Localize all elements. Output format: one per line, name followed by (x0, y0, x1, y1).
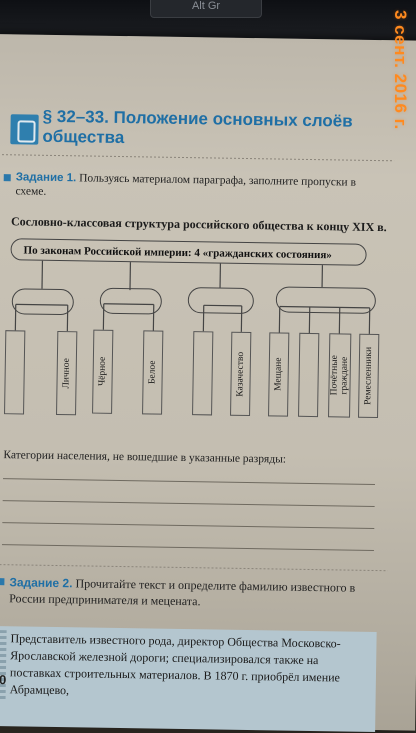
column-label: Почётные граждане (329, 340, 350, 410)
column-box: Чёрное (92, 330, 113, 414)
alt-gr-key: Alt Gr (150, 0, 262, 18)
empty-category-pill (100, 288, 162, 315)
answer-line (3, 500, 375, 507)
answer-line (3, 478, 375, 485)
empty-category-pill (12, 288, 74, 315)
empty-category-pill (188, 287, 254, 314)
column-box: Мещане (268, 332, 289, 416)
column-box (4, 330, 25, 414)
answer-line (2, 544, 374, 551)
answer-line (2, 522, 374, 529)
keyboard-background: Alt Gr (0, 0, 416, 40)
empty-category-pill (276, 286, 376, 314)
column-label: Мещане (273, 358, 284, 392)
date-stamp: 3 сент. 2016 г. (390, 10, 410, 130)
textbook-page: § 32–33. Положение основных слоёв общест… (0, 34, 416, 731)
task2-label: Задание 2. (9, 575, 72, 590)
column-box (192, 331, 213, 415)
column-label: Чёрное (97, 357, 107, 386)
column-label: Казачество (235, 351, 246, 396)
page-number: 40 (0, 672, 6, 687)
column-label: Белое (148, 361, 158, 385)
column-box: Белое (142, 330, 163, 414)
column-label: Ремесленники (363, 347, 374, 405)
quote-margin-pattern (0, 630, 7, 700)
column-box: Казачество (230, 332, 251, 416)
task2: Задание 2. Прочитайте текст и определите… (9, 574, 375, 612)
column-box: Ремесленники (358, 334, 379, 418)
column-box (298, 333, 319, 417)
quote-text: Представитель известного рода, директор … (10, 630, 371, 704)
divider (0, 564, 388, 571)
task-marker (0, 578, 4, 585)
column-box: Почётные граждане (328, 333, 351, 417)
column-label: Личное (61, 358, 71, 389)
column-box: Личное (56, 331, 77, 415)
